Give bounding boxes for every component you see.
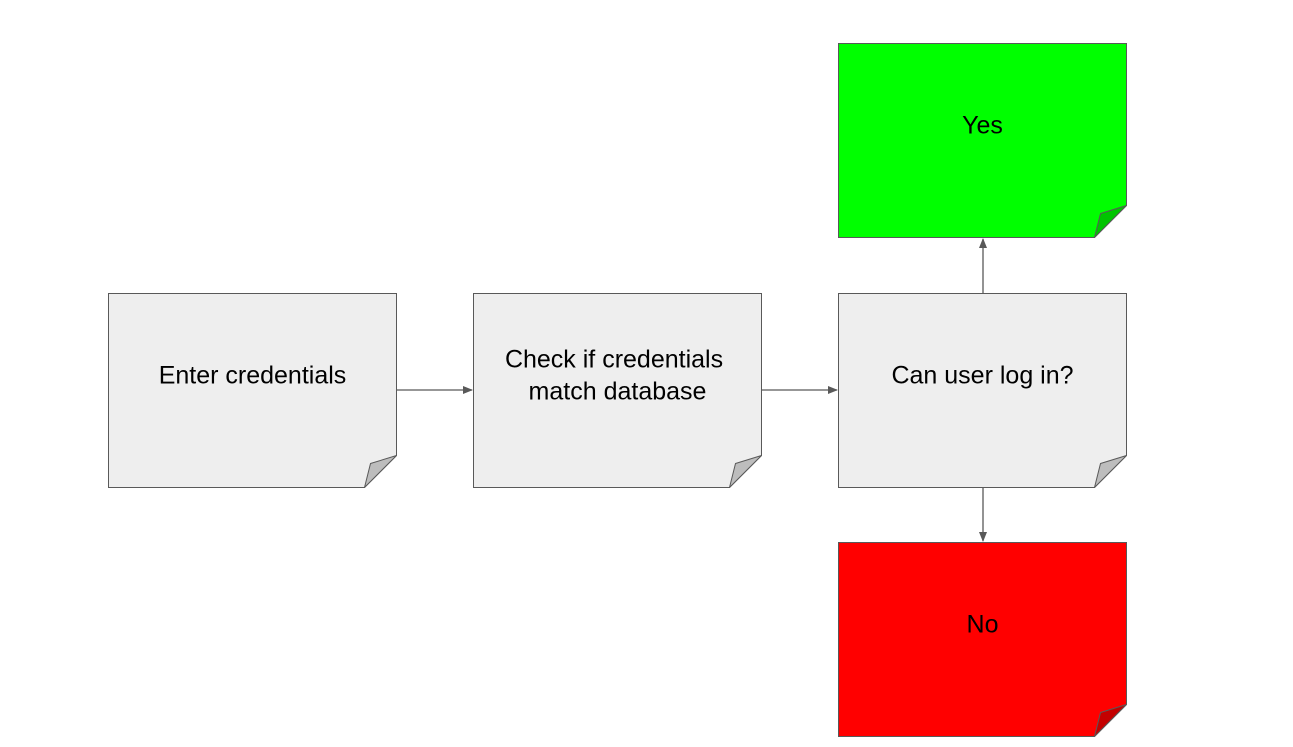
node-label: Enter credentials (159, 362, 347, 390)
folded-corner (1094, 205, 1127, 238)
node-can-user-log-in[interactable]: Can user log in? (838, 293, 1127, 488)
node-label-line-1: Check if credentials (505, 346, 723, 374)
node-no[interactable]: No (838, 542, 1127, 737)
node-yes[interactable]: Yes (838, 43, 1127, 238)
node-check-credentials[interactable]: Check if credentials match database (473, 293, 762, 488)
note-body (838, 43, 1127, 238)
folded-corner (1094, 704, 1127, 737)
folded-corner (729, 455, 762, 488)
node-label: Yes (962, 112, 1003, 140)
note-body (108, 293, 397, 488)
note-body (838, 293, 1127, 488)
svg-text:Yes: Yes (962, 112, 1003, 140)
node-label: No (967, 611, 999, 639)
node-label-line-2: match database (529, 378, 707, 406)
svg-text:Can user log in?: Can user log in? (891, 362, 1073, 390)
folded-corner (1094, 455, 1127, 488)
folded-corner (364, 455, 397, 488)
node-label: Can user log in? (891, 362, 1073, 390)
connectors (397, 238, 987, 542)
node-enter-credentials[interactable]: Enter credentials (108, 293, 397, 488)
svg-text:Check if credentials mat: Check if credentials match database (505, 346, 730, 406)
svg-text:Enter credentials: Enter credentials (159, 362, 347, 390)
note-body (838, 542, 1127, 737)
svg-text:No: No (967, 611, 999, 639)
